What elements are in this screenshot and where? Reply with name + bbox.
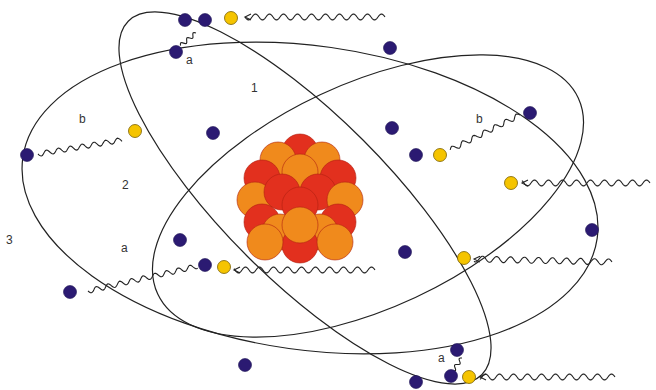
nucleus	[237, 134, 363, 263]
arrow-head	[474, 256, 480, 262]
orbit-ellipse	[2, 7, 619, 389]
photon-wave	[88, 265, 198, 293]
electron	[174, 234, 187, 247]
photon	[434, 149, 447, 162]
arrow-head	[522, 180, 528, 186]
orbit-number: 1	[250, 82, 259, 95]
orbit-number: 2	[121, 179, 130, 192]
orbit-ellipse	[110, 0, 625, 390]
photon-wave	[234, 267, 375, 273]
orbits	[2, 0, 626, 390]
photon	[225, 12, 238, 25]
electron	[170, 46, 183, 59]
electron	[207, 127, 220, 140]
nucleon	[282, 207, 318, 243]
orbit-ellipse	[70, 0, 540, 390]
electron	[399, 246, 412, 259]
electron	[64, 286, 77, 299]
electron	[199, 14, 212, 27]
electron	[199, 259, 212, 272]
electron	[384, 42, 397, 55]
electron	[445, 370, 458, 383]
transition-label: a	[185, 54, 194, 67]
arrow-head	[234, 267, 240, 273]
electron	[386, 122, 399, 135]
photon	[463, 371, 476, 384]
photon	[129, 125, 142, 138]
electron	[410, 149, 423, 162]
photon-wave	[180, 33, 196, 46]
arrow-head	[245, 14, 251, 20]
transition-label: a	[120, 242, 129, 255]
electron	[21, 149, 34, 162]
transition-label: b	[78, 113, 87, 126]
transition-label: b	[475, 113, 484, 126]
photon	[458, 252, 471, 265]
orbit-number: 3	[5, 234, 14, 247]
nucleon	[247, 224, 283, 260]
photon	[218, 261, 231, 274]
electron	[410, 376, 423, 389]
electron	[451, 344, 464, 357]
photon-waves	[38, 14, 650, 380]
photon-wave	[38, 138, 122, 156]
arrow-head	[480, 374, 486, 380]
photon-wave	[245, 14, 385, 20]
photon-wave	[474, 256, 612, 264]
photon-wave	[522, 180, 650, 186]
nucleon	[317, 224, 353, 260]
photon	[505, 177, 518, 190]
electron	[586, 224, 599, 237]
photon-wave	[451, 358, 462, 371]
electron	[239, 359, 252, 372]
electron	[524, 107, 537, 120]
photon-wave	[480, 374, 615, 380]
electron	[179, 14, 192, 27]
transition-label: a	[437, 352, 446, 365]
particles	[21, 12, 599, 389]
photon-wave	[450, 114, 520, 150]
